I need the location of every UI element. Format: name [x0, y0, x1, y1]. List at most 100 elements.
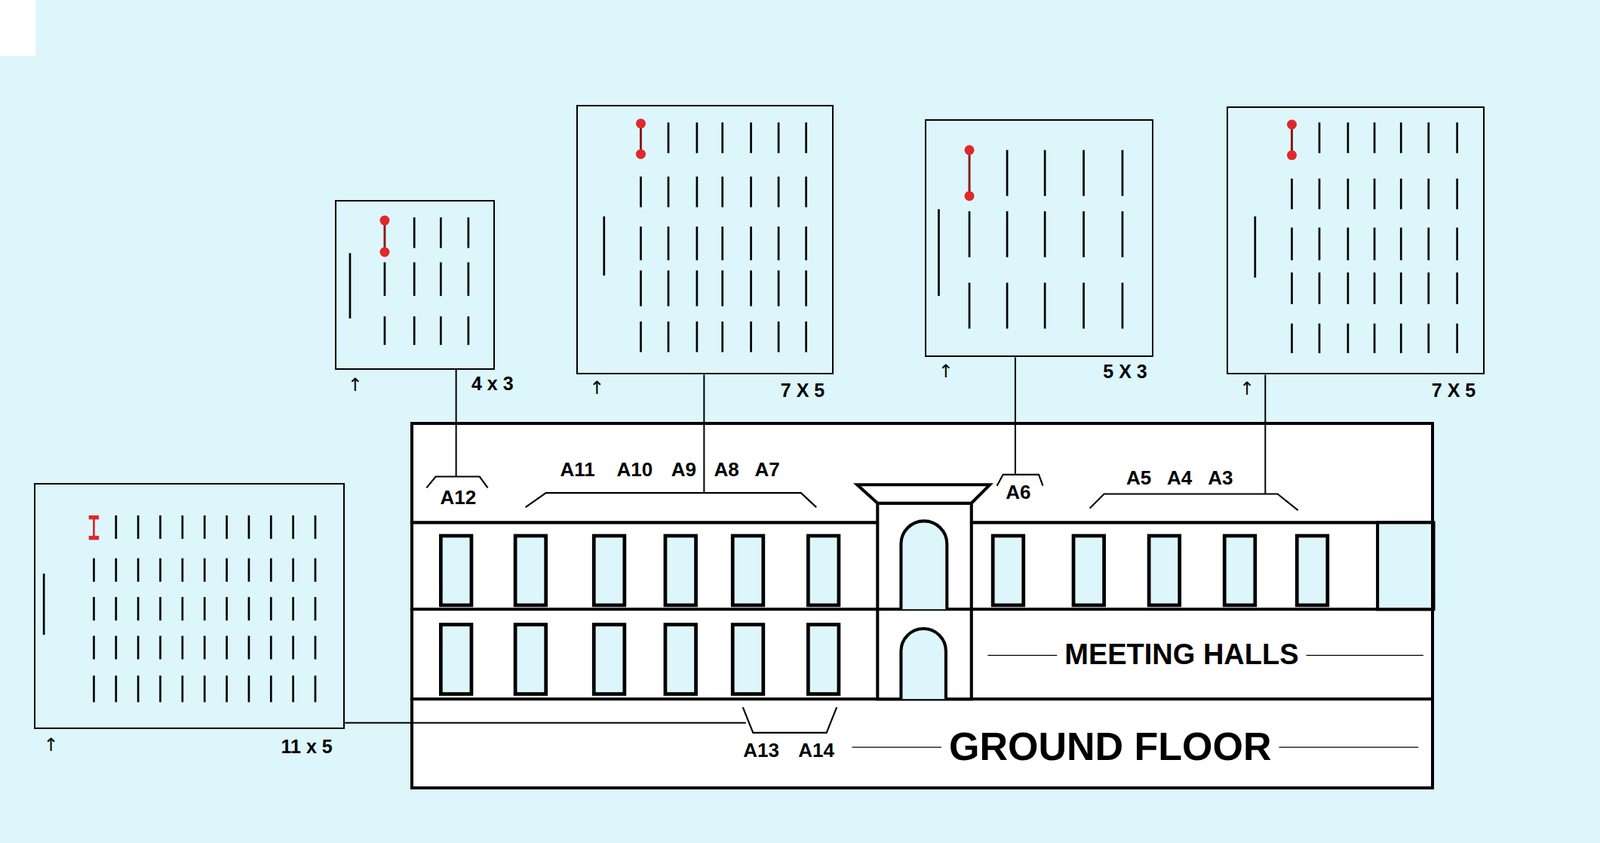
- seat-row: [1427, 272, 1430, 305]
- seat-rows: [1255, 119, 1458, 353]
- window: [665, 535, 697, 605]
- seat-row: [1400, 122, 1403, 154]
- seat-row: [1044, 282, 1047, 329]
- leader-line: [1264, 374, 1266, 494]
- brackets: [426, 474, 1298, 733]
- seat-row: [181, 675, 185, 702]
- floor-line: [410, 607, 879, 611]
- seat-row: [696, 176, 699, 208]
- seat-row: [1082, 150, 1085, 197]
- seat-row: [1373, 227, 1376, 261]
- corner-patch: [0, 0, 36, 56]
- seat-row: [749, 321, 753, 353]
- room-size: 11 x 5: [281, 736, 333, 758]
- seat-row: [225, 675, 228, 702]
- seat-row: [804, 226, 808, 261]
- seat-row: [968, 211, 971, 258]
- callout-number: A3: [1207, 466, 1233, 489]
- seat-row: [1044, 150, 1047, 197]
- seat-row: [1427, 323, 1430, 354]
- seat-row: [291, 596, 295, 621]
- room-size: 5 X 3: [1102, 361, 1147, 383]
- seat-row: [1318, 272, 1321, 305]
- seat-row: [1373, 122, 1376, 154]
- board-line: [349, 252, 352, 319]
- room-plan: 7 X 5: [576, 104, 834, 375]
- seat-row: [1373, 323, 1376, 354]
- window: [1224, 535, 1256, 605]
- seat-row: [1121, 211, 1124, 258]
- seat-row: [1044, 211, 1047, 258]
- building-face: [410, 421, 1435, 790]
- desk-marker: [1286, 150, 1297, 160]
- seat-row: [1290, 272, 1293, 305]
- desk-marker: [1286, 119, 1297, 129]
- desk-marker: [89, 515, 100, 520]
- seat-row: [291, 675, 295, 702]
- seat-row: [1400, 178, 1403, 210]
- tower: [877, 503, 971, 700]
- seat-row: [1082, 282, 1085, 329]
- seat-row: [137, 558, 140, 582]
- seat-row: [114, 515, 117, 539]
- seat-row: [270, 596, 273, 621]
- rule-line: [1278, 746, 1419, 748]
- seat-row: [1290, 227, 1293, 261]
- window: [732, 624, 764, 695]
- callout-number: A13: [743, 739, 780, 762]
- bracket: [743, 706, 837, 733]
- seat-row: [181, 558, 185, 582]
- desk-marker: [89, 535, 100, 540]
- seat-row: [291, 515, 295, 539]
- room-plan: 11 x 5: [33, 482, 346, 729]
- window: [440, 535, 472, 605]
- arch: [900, 628, 946, 699]
- seat-row: [1455, 122, 1459, 154]
- callout-number: A4: [1166, 466, 1192, 489]
- seat-row: [721, 176, 724, 208]
- arch: [900, 520, 947, 609]
- windows: [440, 535, 1327, 695]
- seat-row: [467, 217, 470, 249]
- seat-row: [1318, 227, 1321, 261]
- window: [992, 535, 1024, 605]
- callout-number: A5: [1126, 466, 1152, 489]
- seat-row: [1006, 282, 1009, 329]
- callout-number: A10: [617, 458, 654, 481]
- seat-row: [1400, 272, 1403, 305]
- floor-line: [971, 520, 1435, 524]
- seat-row: [114, 596, 117, 621]
- window: [593, 535, 625, 605]
- seat-row: [270, 635, 273, 659]
- room-size: 7 X 5: [780, 380, 825, 402]
- window: [1148, 535, 1180, 605]
- seat-row: [1082, 211, 1085, 258]
- seat-row: [467, 262, 470, 297]
- seat-row: [225, 635, 228, 659]
- seat-row: [1006, 150, 1009, 197]
- leader-line: [703, 374, 705, 493]
- seat-row: [114, 635, 117, 659]
- seat-row: [721, 321, 724, 353]
- seat-rows: [604, 118, 807, 352]
- seat-row: [777, 321, 781, 353]
- seat-row: [804, 176, 808, 208]
- seat-row: [291, 558, 295, 582]
- desk-marker: [968, 150, 971, 197]
- seat-rows: [43, 515, 316, 702]
- room-size: 4 x 3: [471, 374, 514, 396]
- seat-row: [1347, 323, 1350, 354]
- seat-row: [1455, 227, 1459, 261]
- seat-row: [181, 635, 185, 659]
- seat-row: [270, 515, 273, 539]
- seat-row: [137, 515, 140, 539]
- seat-row: [203, 635, 206, 659]
- seat-row: [667, 321, 670, 353]
- seat-row: [1455, 178, 1459, 210]
- seat-row: [181, 596, 185, 621]
- seat-row: [1347, 122, 1350, 154]
- window: [1296, 535, 1328, 605]
- seat-row: [225, 515, 228, 539]
